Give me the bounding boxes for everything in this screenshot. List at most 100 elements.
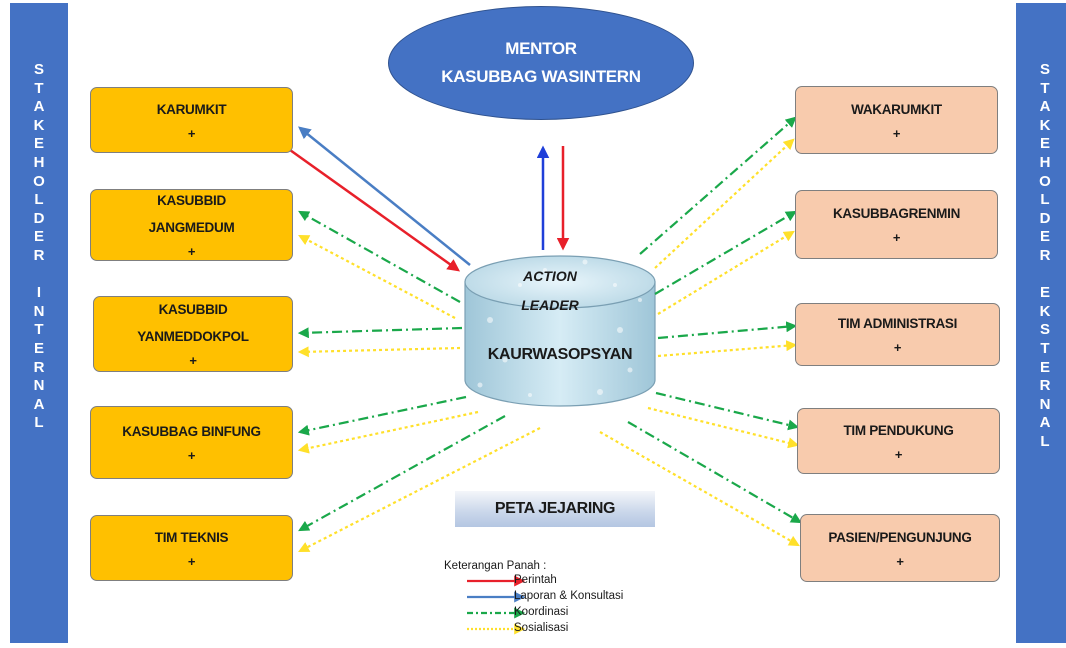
stakeholder-letter: E bbox=[33, 339, 44, 357]
stakeholder-letter: E bbox=[1039, 228, 1050, 246]
arrow-sosialisasi-wakarumkit bbox=[654, 138, 795, 269]
mentor-subtitle: KASUBBAG WASINTERN bbox=[441, 67, 641, 86]
arrow-perintah-from-karumkit bbox=[289, 148, 461, 272]
box-karumkit: KARUMKIT + bbox=[90, 87, 293, 153]
box-kasubbid-yanmeddokpol: KASUBBID YANMEDDOKPOL + bbox=[93, 296, 293, 372]
box-label: KARUMKIT bbox=[156, 101, 227, 117]
stakeholder-letter: E bbox=[33, 228, 44, 246]
arrow-sosialisasi-yanmeddokpol bbox=[297, 346, 461, 358]
arrow-sosialisasi-jangmedum bbox=[298, 234, 456, 319]
stakeholder-letter: R bbox=[33, 358, 45, 376]
arrow-koordinasi-yanmeddokpol bbox=[297, 326, 463, 339]
box-label: KASUBBAG BINFUNG bbox=[122, 424, 261, 439]
stakeholder-letter: A bbox=[1039, 414, 1051, 432]
stakeholder-letter: T bbox=[1040, 79, 1050, 97]
legend: Keterangan Panah : Perintah Laporan & Ko… bbox=[444, 560, 684, 644]
stakeholder-letter: T bbox=[1040, 339, 1050, 357]
stakeholder-letter: H bbox=[33, 153, 45, 171]
legend-item-laporan: Laporan & Konsultasi bbox=[514, 590, 624, 602]
plus-sign: + bbox=[896, 553, 904, 569]
stakeholder-letter: N bbox=[33, 302, 45, 320]
arrow-sosialisasi-administrasi bbox=[657, 340, 798, 358]
stakeholder-letter: A bbox=[1039, 98, 1051, 116]
stakeholder-letter: A bbox=[33, 395, 45, 413]
stakeholder-letter: N bbox=[33, 377, 45, 395]
box-kasubbag-binfung: KASUBBAG BINFUNG + bbox=[90, 406, 293, 479]
stakeholder-letter: S bbox=[1039, 321, 1050, 339]
stakeholder-letter: E bbox=[33, 135, 44, 153]
center-action-label: ACTION bbox=[523, 268, 577, 284]
center-leader-label: LEADER bbox=[521, 297, 579, 313]
arrow-koordinasi-administrasi bbox=[657, 321, 798, 340]
center-name-label: KAURWASOPSYAN bbox=[487, 346, 633, 363]
box-label: PASIEN/PENGUNJUNG bbox=[828, 529, 972, 545]
mentor-ellipse: MENTOR KASUBBAG WASINTERN bbox=[388, 6, 694, 120]
arrow-koordinasi-pendukung bbox=[655, 391, 800, 431]
arrow-sosialisasi-renmin bbox=[657, 230, 795, 315]
arrow-sosialisasi-binfung bbox=[297, 410, 479, 454]
stakeholder-letter: O bbox=[1039, 172, 1051, 190]
plus-sign: + bbox=[187, 125, 196, 141]
arrow-koordinasi-teknis bbox=[298, 415, 506, 532]
arrow-laporan-to-karumkit bbox=[298, 126, 471, 266]
arrow-sosialisasi-pendukung bbox=[647, 406, 800, 449]
stakeholder-letter: E bbox=[1039, 358, 1050, 376]
box-label: TIM TEKNIS bbox=[154, 529, 229, 545]
legend-title: Keterangan Panah : bbox=[444, 560, 547, 572]
plus-sign: + bbox=[892, 125, 901, 141]
stakeholder-letter: I bbox=[36, 284, 42, 302]
box-label: KASUBBAGRENMIN bbox=[832, 206, 961, 221]
stakeholder-letter: K bbox=[1039, 116, 1051, 134]
stakeholder-letter: D bbox=[1039, 209, 1051, 227]
legend-item-perintah: Perintah bbox=[514, 574, 557, 586]
plus-sign: + bbox=[893, 340, 902, 355]
arrow-koordinasi-jangmedum bbox=[298, 210, 461, 303]
arrow-koordinasi-binfung bbox=[297, 395, 467, 436]
box-tim-administrasi: TIM ADMINISTRASI + bbox=[795, 303, 1000, 366]
box-label: TIM PENDUKUNG bbox=[843, 422, 954, 438]
stakeholder-letter: S bbox=[1039, 61, 1050, 78]
stakeholder-letter: R bbox=[33, 246, 45, 264]
box-label: TIM ADMINISTRASI bbox=[837, 316, 958, 331]
box-tim-pendukung: TIM PENDUKUNG + bbox=[797, 408, 1000, 474]
stakeholder-letter: E bbox=[1039, 284, 1050, 302]
plus-sign: + bbox=[187, 244, 196, 259]
plus-sign: + bbox=[187, 553, 196, 569]
legend-item-koordinasi: Koordinasi bbox=[514, 606, 569, 618]
arrow-koordinasi-renmin bbox=[654, 210, 797, 295]
stakeholder-letter: N bbox=[1039, 395, 1051, 413]
arrow-koordinasi-pasien bbox=[627, 421, 802, 524]
mentor-title: MENTOR bbox=[505, 39, 577, 58]
stakeholder-letter: L bbox=[1040, 191, 1050, 209]
plus-sign: + bbox=[189, 353, 197, 368]
stakeholder-letter: R bbox=[1039, 377, 1051, 395]
box-label: WAKARUMKIT bbox=[851, 101, 942, 117]
stakeholder-letter: H bbox=[1039, 153, 1051, 171]
legend-item-sosialisasi: Sosialisasi bbox=[514, 622, 569, 634]
plus-sign: + bbox=[894, 446, 903, 462]
stakeholder-letter: R bbox=[1039, 246, 1051, 264]
plus-sign: + bbox=[187, 448, 196, 463]
arrow-koordinasi-wakarumkit bbox=[639, 116, 797, 255]
stakeholder-letter: E bbox=[1039, 135, 1050, 153]
box-kasubbagrenmin: KASUBBAGRENMIN + bbox=[795, 190, 998, 259]
box-kasubbid-jangmedum: KASUBBID JANGMEDUM + bbox=[90, 189, 293, 261]
stakeholder-letter: T bbox=[34, 321, 44, 339]
peta-jejaring-title: PETA JEJARING bbox=[455, 491, 655, 527]
box-wakarumkit: WAKARUMKIT + bbox=[795, 86, 998, 154]
arrow-sosialisasi-pasien bbox=[599, 431, 800, 547]
stakeholder-letter: K bbox=[33, 116, 45, 134]
box-label-2: JANGMEDUM bbox=[148, 220, 235, 235]
box-label: KASUBBID bbox=[157, 193, 226, 208]
stakeholder-letter: L bbox=[34, 191, 44, 209]
stakeholder-letter: A bbox=[33, 98, 45, 116]
stakeholder-letter: S bbox=[33, 61, 44, 78]
stakeholder-letter: L bbox=[34, 414, 44, 432]
stakeholder-letter: K bbox=[1039, 302, 1051, 320]
stakeholder-letter: O bbox=[33, 172, 45, 190]
center-cylinder bbox=[464, 255, 656, 407]
box-label-2: YANMEDDOKPOL bbox=[137, 329, 249, 344]
